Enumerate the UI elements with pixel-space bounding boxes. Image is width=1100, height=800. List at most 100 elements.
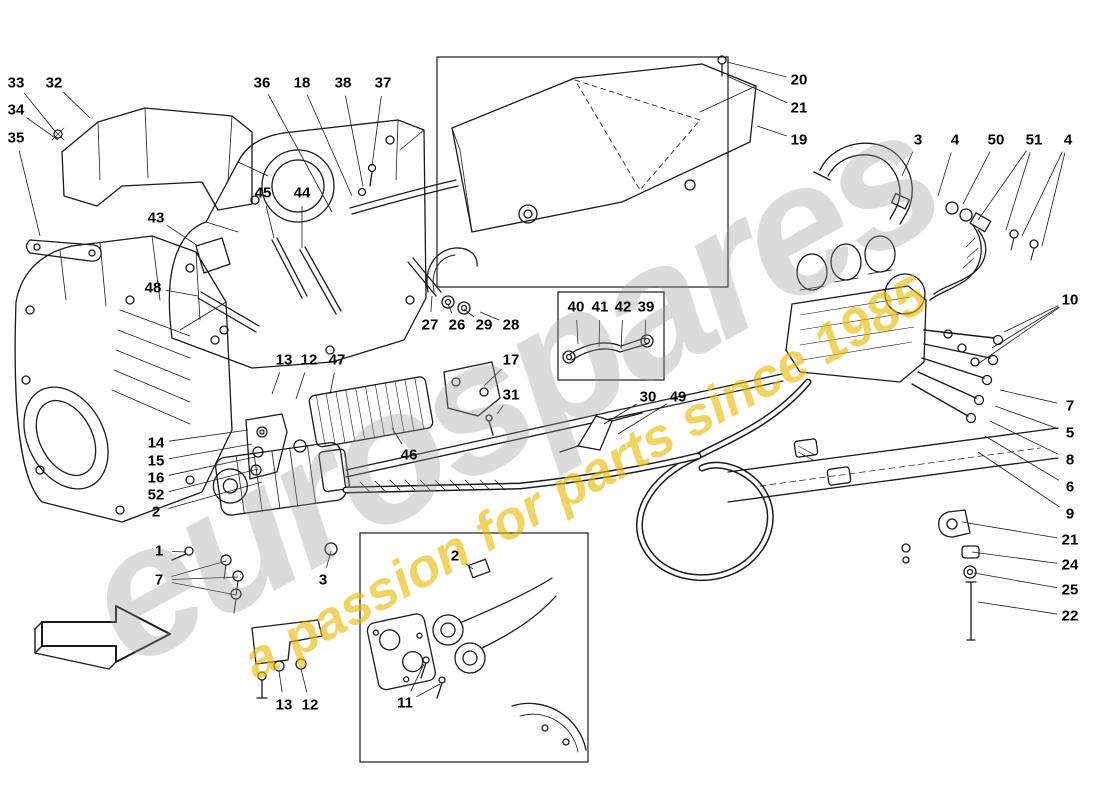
leader-line	[410, 663, 425, 692]
part-callout-26: 26	[448, 316, 466, 334]
leader-line	[977, 307, 1060, 365]
part-callout-50: 50	[987, 131, 1005, 149]
part-callout-12: 12	[301, 696, 319, 714]
part-callout-27: 27	[421, 316, 439, 334]
heat-shield-frame	[436, 56, 729, 288]
part-callout-25: 25	[1061, 581, 1079, 599]
part-callout-52: 52	[147, 486, 165, 504]
leader-line	[171, 551, 187, 553]
leader-line	[1041, 152, 1066, 247]
leader-line	[326, 550, 332, 568]
leader-line	[416, 683, 441, 698]
part-callout-13: 13	[275, 696, 293, 714]
part-callout-37: 37	[374, 74, 392, 92]
pushrod-bracket	[245, 413, 288, 480]
part-callout-41: 41	[591, 298, 609, 316]
leader-line	[483, 368, 502, 387]
hydraulic-cooler	[308, 376, 434, 448]
leader-line	[971, 551, 1058, 564]
part-callout-20: 20	[790, 71, 808, 89]
part-callout-49: 49	[669, 388, 687, 406]
mounting-studs	[195, 237, 342, 333]
leader-line	[617, 403, 668, 435]
part-callout-22: 22	[1061, 607, 1079, 625]
leader-line	[901, 151, 914, 177]
leader-line	[1005, 152, 1031, 231]
detail-frames	[359, 56, 729, 763]
leader-line	[345, 95, 364, 187]
direction-arrow	[34, 605, 171, 670]
part-callout-4: 4	[1063, 131, 1073, 149]
leader-line	[603, 403, 638, 425]
part-callout-35: 35	[7, 129, 25, 147]
leader-line	[171, 560, 227, 577]
leader-line	[977, 150, 1027, 221]
leader-line	[168, 429, 249, 442]
leader-line	[271, 372, 281, 395]
leader-line	[465, 563, 474, 570]
hose-clamp	[559, 412, 643, 453]
leader-line	[278, 670, 283, 693]
leader-line	[391, 427, 403, 445]
leader-line	[265, 205, 275, 239]
part-callout-12: 12	[300, 351, 318, 369]
part-callout-7: 7	[1065, 397, 1075, 415]
part-callout-48: 48	[144, 279, 162, 297]
leader-line	[961, 521, 1058, 539]
part-callout-44: 44	[293, 184, 311, 202]
hydraulic-pipe	[345, 373, 784, 478]
part-callout-34: 34	[7, 101, 25, 119]
leader-line	[63, 91, 91, 119]
leader-line	[371, 95, 382, 167]
banjo-fitting	[324, 542, 338, 556]
leader-line	[937, 152, 952, 197]
part-callout-16: 16	[147, 469, 165, 487]
leader-line	[267, 94, 333, 213]
leader-line	[166, 224, 199, 247]
part-callout-46: 46	[400, 446, 418, 464]
leader-line	[989, 420, 1059, 455]
part-callout-30: 30	[639, 388, 657, 406]
chassis-mounts	[727, 427, 1059, 641]
leader-line	[479, 311, 500, 321]
part-callout-9: 9	[1065, 505, 1075, 523]
leader-line	[329, 372, 335, 395]
part-callout-21: 21	[790, 99, 808, 117]
leader-line	[295, 372, 306, 400]
part-callout-17: 17	[502, 351, 520, 369]
leader-line	[447, 303, 453, 314]
part-callout-24: 24	[1061, 556, 1079, 574]
leader-line	[756, 125, 787, 137]
sensor-detail-frame	[359, 532, 589, 763]
part-callout-13: 13	[275, 351, 293, 369]
part-callout-21: 21	[1061, 531, 1079, 549]
supply-hoses	[813, 142, 1039, 301]
part-callout-29: 29	[475, 316, 493, 334]
part-callout-5: 5	[1065, 424, 1075, 442]
part-callout-45: 45	[254, 184, 272, 202]
part-callout-31: 31	[502, 386, 520, 404]
part-callout-1: 1	[154, 542, 164, 560]
leader-line	[165, 289, 199, 297]
part-callout-51: 51	[1025, 131, 1043, 149]
pipe-detail-frame	[557, 291, 665, 381]
hydraulic-power-unit	[785, 235, 1004, 424]
part-callout-2: 2	[450, 547, 460, 565]
leader-line	[991, 306, 1060, 349]
leader-line	[168, 443, 253, 460]
leader-line	[576, 319, 579, 345]
part-callout-40: 40	[567, 298, 585, 316]
part-callout-42: 42	[614, 298, 632, 316]
detail-pipe	[562, 334, 654, 364]
leader-line	[962, 151, 991, 205]
support-bracket	[25, 239, 102, 262]
part-callout-18: 18	[293, 74, 311, 92]
support-plate	[443, 361, 501, 436]
part-callout-39: 39	[637, 298, 655, 316]
part-callout-33: 33	[7, 74, 25, 92]
leader-line	[23, 92, 55, 131]
sensor-assembly	[366, 558, 587, 753]
